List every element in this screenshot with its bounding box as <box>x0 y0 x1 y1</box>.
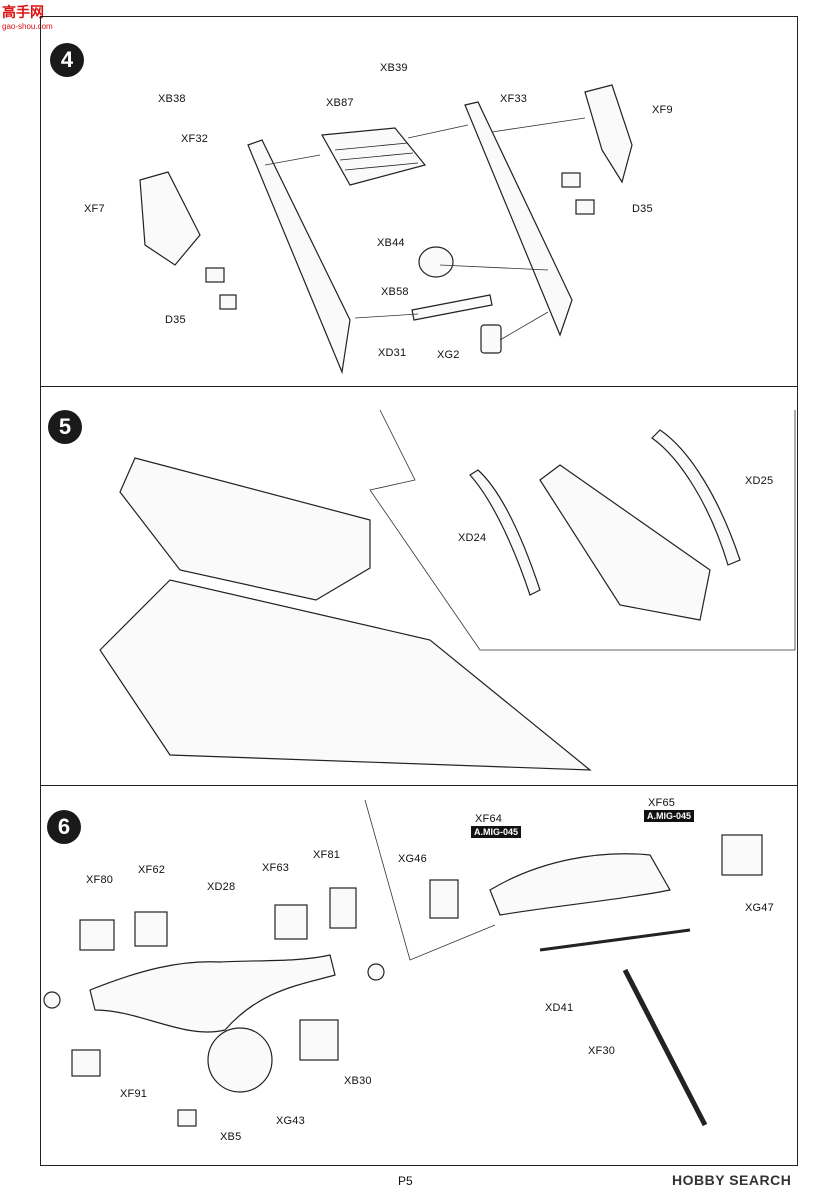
label-xb39: XB39 <box>380 62 408 74</box>
xf81-part <box>329 887 357 929</box>
xb5-part <box>177 1109 197 1127</box>
d35-d <box>575 199 595 215</box>
label-xf32: XF32 <box>181 133 209 145</box>
xf63-part <box>274 904 308 940</box>
xd28-axle <box>89 954 336 1033</box>
label-xg46: XG46 <box>398 853 427 865</box>
label-xf80: XF80 <box>86 874 114 886</box>
label-xf64: XF64 <box>475 813 503 825</box>
label-xb38: XB38 <box>158 93 186 105</box>
xd31-rod <box>411 294 493 321</box>
label-xb58: XB58 <box>381 286 409 298</box>
page-number: P5 <box>398 1174 413 1188</box>
glue-warning-left <box>43 991 61 1009</box>
d35-b <box>219 294 237 310</box>
site-logo-url: gao-shou.com <box>2 22 53 31</box>
xf9-bracket <box>584 84 633 184</box>
label-xd28: XD28 <box>207 881 236 893</box>
d35-c <box>561 172 581 188</box>
label-xg2: XG2 <box>437 349 460 361</box>
step-6-drawing <box>43 799 763 1127</box>
label-xf30: XF30 <box>588 1045 616 1057</box>
xg46-part <box>429 879 459 919</box>
xf7-box <box>139 171 201 266</box>
assembled-hull-right <box>539 464 711 621</box>
label-xd24: XD24 <box>458 532 487 544</box>
page-frame <box>40 16 798 1166</box>
xd25-track <box>651 429 741 566</box>
label-xb44: XB44 <box>377 237 405 249</box>
label-xd25: XD25 <box>745 475 774 487</box>
step-4-drawing <box>139 84 633 375</box>
label-xf91: XF91 <box>120 1088 148 1100</box>
label-xb5: XB5 <box>220 1131 242 1143</box>
left-hull-plate <box>247 139 351 375</box>
label-xf62: XF62 <box>138 864 166 876</box>
label-xf7: XF7 <box>84 203 105 215</box>
label-d35-right: D35 <box>632 203 653 215</box>
xf30-driveshaft <box>622 968 708 1127</box>
xd41-tierod <box>539 928 691 952</box>
step-6-badge: 6 <box>47 810 81 844</box>
assembled-hull-left <box>119 457 371 601</box>
xb30-part <box>299 1019 339 1061</box>
xf62-part <box>134 911 168 947</box>
label-xd31: XD31 <box>378 347 407 359</box>
xf80-part <box>79 919 115 951</box>
xg2-part <box>480 324 502 354</box>
glue-warning-right <box>367 963 385 981</box>
d35-a <box>205 267 225 283</box>
divider-step-4-5 <box>40 386 798 387</box>
xd28-assembled-axle <box>489 853 671 916</box>
step-5-badge: 5 <box>48 410 82 444</box>
xg47-part <box>721 834 763 876</box>
right-hull-plate <box>464 101 573 337</box>
paint-code-xf65: A.MIG-045 <box>644 810 695 822</box>
label-xf63: XF63 <box>262 862 290 874</box>
xg43-diff <box>207 1027 273 1093</box>
xf91-part <box>71 1049 101 1077</box>
step-4-badge: 4 <box>50 43 84 77</box>
label-xf65: XF65 <box>648 797 676 809</box>
label-xf9: XF9 <box>652 104 673 116</box>
xb44-drum <box>418 246 454 278</box>
label-xg47: XG47 <box>745 902 774 914</box>
label-xb87: XB87 <box>326 97 354 109</box>
label-xg43: XG43 <box>276 1115 305 1127</box>
label-xd41: XD41 <box>545 1002 574 1014</box>
step-5-drawing <box>99 409 796 771</box>
hobby-search-watermark: HOBBY SEARCH <box>672 1172 792 1188</box>
paint-code-xf64: A.MIG-045 <box>471 826 522 838</box>
label-xf81: XF81 <box>313 849 341 861</box>
label-xf33: XF33 <box>500 93 528 105</box>
label-xb30: XB30 <box>344 1075 372 1087</box>
label-d35-left: D35 <box>165 314 186 326</box>
site-logo: 高手网 <box>2 4 44 20</box>
vehicle-body <box>99 579 592 771</box>
divider-step-5-6 <box>40 785 798 786</box>
xd24-track <box>469 469 541 596</box>
